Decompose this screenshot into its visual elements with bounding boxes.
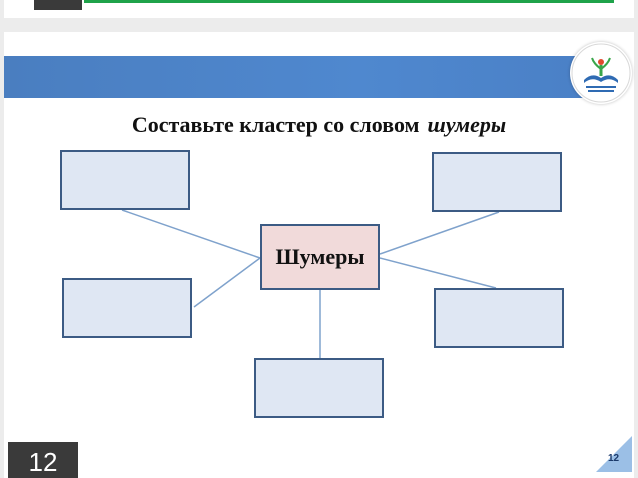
connector-top-right <box>379 211 500 255</box>
cluster-box-bottom-right[interactable] <box>434 288 564 348</box>
connector-bottom-left <box>193 257 261 308</box>
slide-corner-number: 12 <box>608 453 620 464</box>
page-number: 12 <box>28 447 58 477</box>
cluster-box-bottom[interactable] <box>254 358 384 418</box>
cluster-box-top-right[interactable] <box>432 152 562 212</box>
page-number-badge: 12 <box>8 442 78 478</box>
university-logo <box>570 42 632 104</box>
connector-top-left <box>121 209 261 259</box>
cluster-box-top-left[interactable] <box>60 150 190 210</box>
cluster-connectors <box>121 209 500 358</box>
previous-page-badge <box>34 0 82 10</box>
slide: Составьте кластер со словом шумеры Шумеры <box>4 32 634 478</box>
title-text: Составьте кластер со словом <box>131 112 420 137</box>
title-emphasis: шумеры <box>427 112 507 137</box>
header-band <box>4 56 594 98</box>
slide-title: Составьте кластер со словом шумеры <box>4 112 634 138</box>
connector-bottom-right <box>379 257 497 289</box>
logo-emblem-icon <box>571 43 631 103</box>
cluster-box-bottom-left[interactable] <box>62 278 192 338</box>
cluster-center-box[interactable]: Шумеры <box>260 224 380 290</box>
previous-slide-green-line <box>84 0 614 3</box>
previous-slide-strip <box>4 0 634 18</box>
page-corner-fold-icon <box>596 436 632 472</box>
center-label: Шумеры <box>275 244 365 269</box>
